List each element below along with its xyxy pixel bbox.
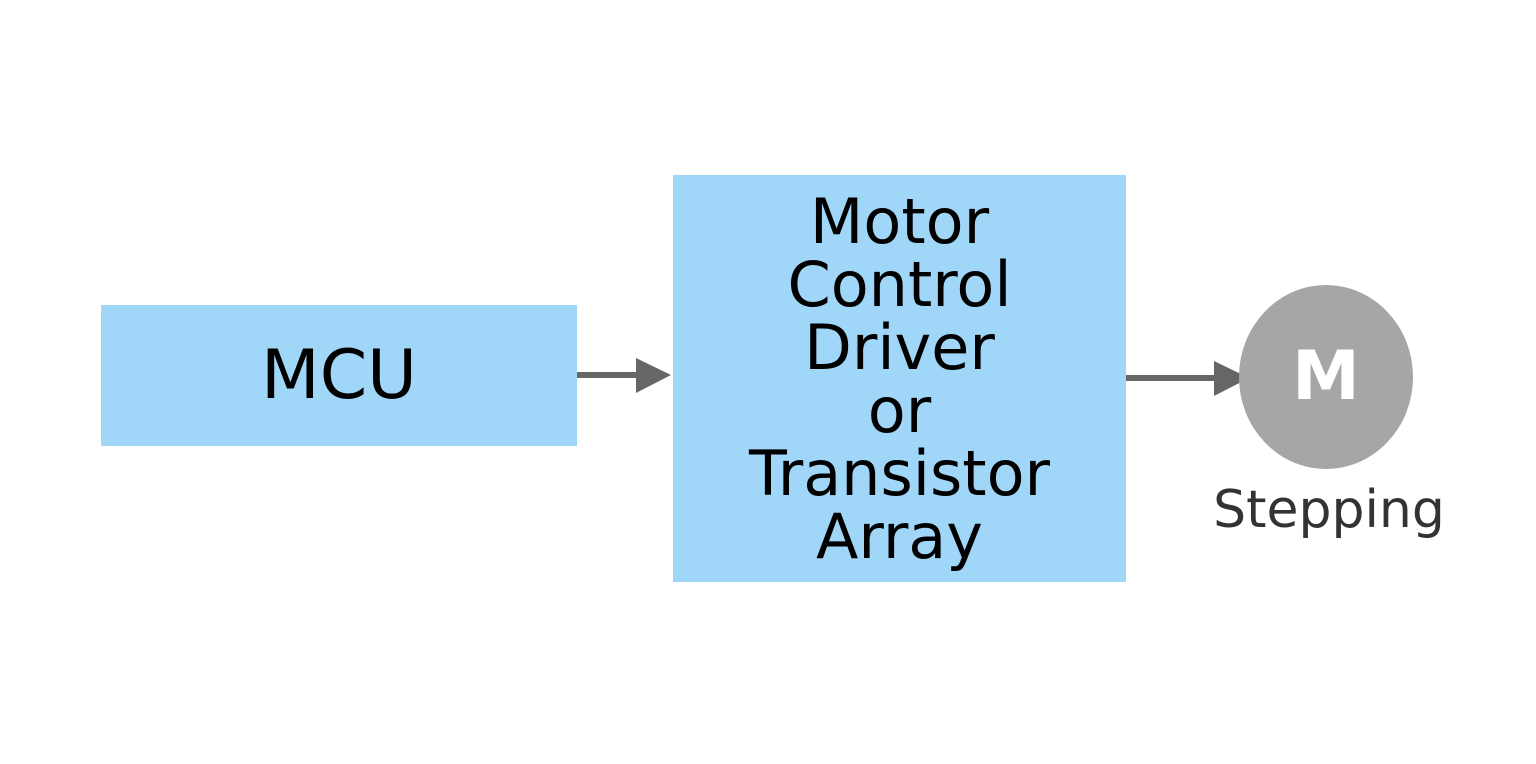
arrow-driver-to-motor	[1123, 361, 1249, 396]
arrow-driver-to-motor-head	[1214, 361, 1249, 396]
driver-label-line: Control	[787, 247, 1012, 321]
driver-label-line: Transistor	[748, 436, 1051, 510]
driver-label-line: Driver	[804, 310, 995, 384]
motor-caption: Stepping	[1213, 480, 1445, 540]
arrow-mcu-to-driver-head	[636, 358, 671, 393]
driver-label-line: Motor	[809, 184, 990, 258]
driver-label-line: or	[867, 373, 932, 447]
driver-label-line: Array	[816, 499, 983, 573]
stepping-motor-icon: M	[1239, 285, 1413, 469]
motor-symbol: M	[1292, 337, 1360, 416]
mcu-block: MCU	[101, 305, 577, 446]
mcu-label: MCU	[261, 335, 417, 415]
motor-driver-block: Motor Control Driver or Transistor Array	[673, 175, 1126, 582]
arrow-mcu-to-driver	[577, 358, 671, 393]
